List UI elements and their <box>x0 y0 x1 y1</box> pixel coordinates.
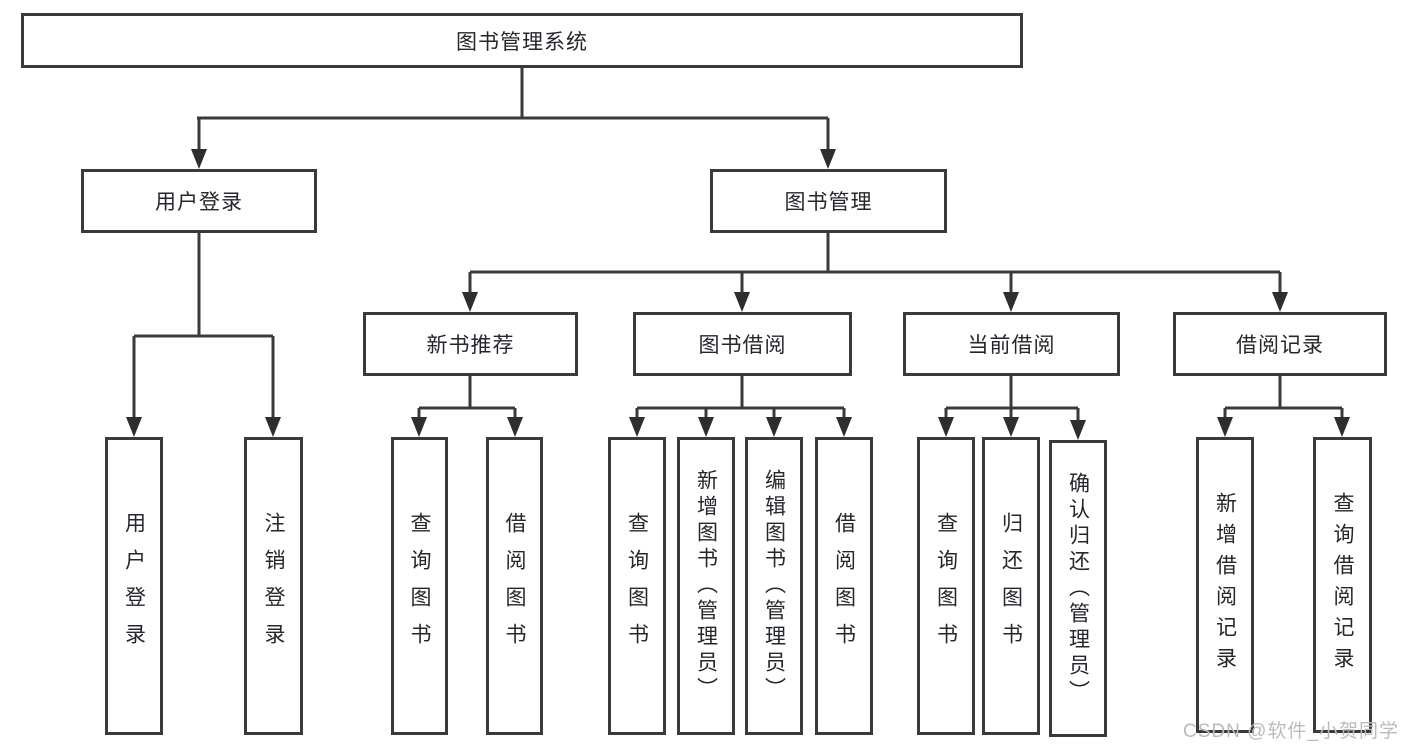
node-bb-edit-books-admin-label: 编辑图书（管理员） <box>762 469 786 703</box>
connector-book-mgmt-children <box>462 233 1288 312</box>
node-cb-confirm-return-admin: 确认归还（管理员） <box>1049 440 1107 737</box>
node-borrow-records-label: 借阅记录 <box>1236 334 1324 357</box>
node-cb-return-books-label: 归还图书 <box>999 512 1023 660</box>
connector-borrow-record-children <box>1217 376 1350 437</box>
node-br-query-record: 查询借阅记录 <box>1313 437 1372 733</box>
node-bb-add-books-admin: 新增图书（管理员） <box>677 437 735 735</box>
node-new-book-recommend: 新书推荐 <box>363 312 578 376</box>
node-borrow-records: 借阅记录 <box>1173 312 1387 376</box>
node-cb-confirm-return-admin-label: 确认归还（管理员） <box>1066 471 1090 706</box>
node-bb-edit-books-admin: 编辑图书（管理员） <box>745 437 803 735</box>
connector-book-borrow-children <box>629 376 852 437</box>
connector-current-borrow-children <box>938 376 1086 440</box>
node-current-borrow: 当前借阅 <box>903 312 1120 376</box>
node-cb-return-books: 归还图书 <box>982 437 1040 735</box>
node-book-management-label: 图书管理 <box>784 191 873 214</box>
node-book-management: 图书管理 <box>710 169 947 233</box>
node-bb-borrow-books: 借阅图书 <box>815 437 873 735</box>
node-nbr-query-books: 查询图书 <box>391 437 448 735</box>
node-bb-query-books-label: 查询图书 <box>625 512 649 660</box>
node-bb-add-books-admin-label: 新增图书（管理员） <box>694 469 718 703</box>
node-new-book-recommend-label: 新书推荐 <box>426 334 515 357</box>
node-nbr-borrow-books: 借阅图书 <box>486 437 543 735</box>
node-current-borrow-label: 当前借阅 <box>967 334 1056 357</box>
node-login-label: 用户登录 <box>122 512 146 660</box>
node-book-borrow-label: 图书借阅 <box>698 334 787 357</box>
node-logout-label: 注销登录 <box>262 512 285 660</box>
node-cb-query-books-label: 查询图书 <box>934 512 958 660</box>
node-book-borrow: 图书借阅 <box>633 312 852 376</box>
node-br-query-record-label: 查询借阅记录 <box>1331 492 1354 678</box>
csdn-watermark: CSDN @软件_小贺同学 <box>1183 721 1399 742</box>
node-bb-query-books: 查询图书 <box>608 437 666 735</box>
node-user-login: 用户登录 <box>81 169 317 233</box>
node-root-label: 图书管理系统 <box>456 30 588 54</box>
node-nbr-query-books-label: 查询图书 <box>408 512 431 660</box>
node-bb-borrow-books-label: 借阅图书 <box>832 512 856 660</box>
node-root: 图书管理系统 <box>21 13 1023 68</box>
node-br-add-record-label: 新增借阅记录 <box>1213 492 1237 678</box>
node-cb-query-books: 查询图书 <box>917 437 975 735</box>
connector-user-login-children <box>126 233 281 437</box>
node-user-login-label: 用户登录 <box>155 191 243 214</box>
connector-new-book-rec-children <box>411 376 523 437</box>
connector-root-to-level2 <box>191 68 836 169</box>
node-login: 用户登录 <box>105 437 163 735</box>
node-logout: 注销登录 <box>244 437 303 735</box>
node-nbr-borrow-books-label: 借阅图书 <box>503 512 526 660</box>
node-br-add-record: 新增借阅记录 <box>1196 437 1254 733</box>
